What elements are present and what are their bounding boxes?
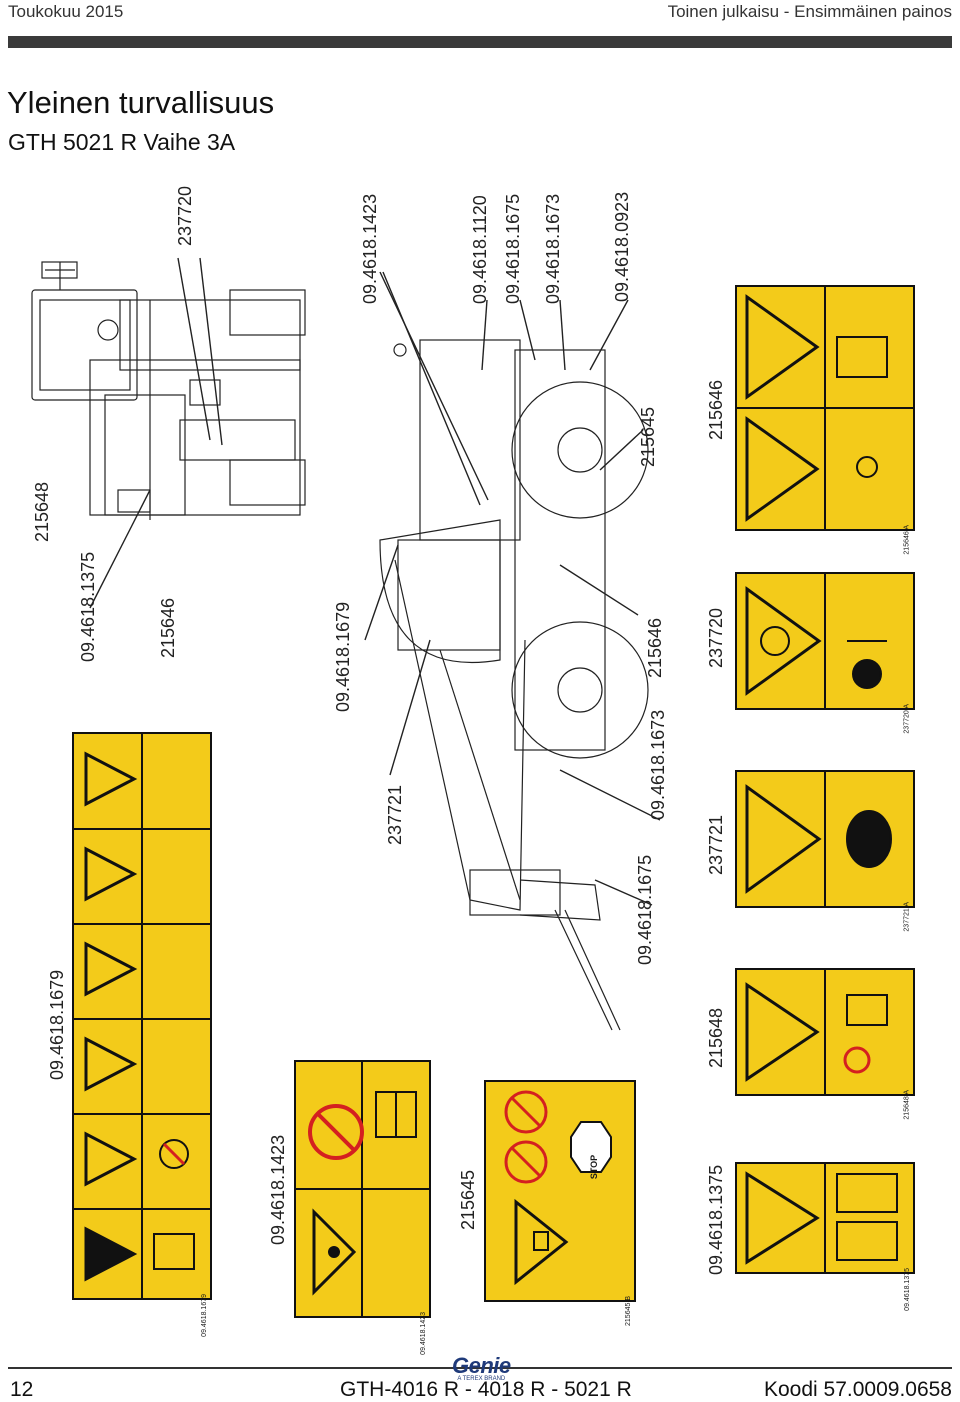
callout-215646-bottom: 215646 [706,379,726,440]
callout-0946181679: 09.4618.1679 [333,601,353,712]
callout-0946181675-mid: 09.4618.1675 [635,854,655,965]
decal-code: 237720 A [904,704,911,734]
decal-0946181423-art [296,1062,429,1316]
header-date: Toukokuu 2015 [8,2,124,21]
callout-237721-bottom: 237721 [706,814,726,875]
page-subtitle: GTH 5021 R Vaihe 3A [8,129,236,155]
decal-215645-art [504,1090,612,1286]
decal-0946181679-art [74,734,210,1298]
footer-models: GTH-4016 R - 4018 R - 5021 R [340,1378,632,1401]
callout-215646: 215646 [158,597,178,658]
decal-0946181375: 09.4618.1375 [735,1162,915,1311]
callout-0946181375-bottom: 09.4618.1375 [706,1164,726,1275]
callout-0946181375: 09.4618.1375 [78,551,98,662]
callout-0946181679-left: 09.4618.1679 [47,969,67,1080]
machine-top-view [31,261,306,520]
footer-bar [8,1367,952,1369]
decal-0946181375-art [745,1164,898,1272]
decal-237721-art [745,772,892,906]
logo-brand: Genie [452,1353,511,1378]
decal-215646-art [737,287,913,529]
callout-0946181423-left: 09.4618.1423 [268,1134,288,1245]
decal-215648-art [745,970,888,1094]
decal-237720-art [745,574,887,708]
decal-code: 215648 A [904,1090,911,1120]
callout-0946181120: 09.4618.1120 [470,195,490,304]
decal-215648: 215648 A [735,968,915,1120]
decal-code: 09.4618.1375 [904,1268,911,1311]
callout-215646-mid: 215646 [645,617,665,678]
callout-215645: 215645 [638,406,658,467]
leader-lines [89,257,661,906]
page-number: 12 [10,1378,34,1401]
logo-tagline: A TEREX BRAND [457,1376,506,1382]
callout-0946180923: 09.4618.0923 [612,191,632,302]
footer-code: Koodi 57.0009.0658 [763,1378,952,1401]
callout-215648-bottom: 215648 [706,1007,726,1068]
header-edition: Toinen julkaisu - Ensimmäinen painos [667,2,952,21]
page-title: Yleinen turvallisuus [7,85,275,120]
stop-sign-text: STOP [589,1154,600,1180]
callout-237720-bottom: 237720 [706,607,726,668]
decal-0946181679: 09.4618.1679 [72,732,212,1337]
decal-0946181423: 09.4618.1423 [294,1060,431,1355]
callout-237721: 237721 [385,784,405,845]
callout-215645-left: 215645 [458,1169,478,1230]
decal-code: 09.4618.1679 [201,1294,208,1337]
callout-0946181423: 09.4618.1423 [360,193,380,304]
decal-215645: STOP 215645 B [484,1080,636,1326]
header-bar [8,36,952,48]
decal-code: 237721 A [904,902,911,932]
callout-237720: 237720 [175,185,195,246]
machine-side-view [379,339,649,1031]
decal-code: 215646 A [904,525,911,555]
decal-237721: 237721 A [735,770,915,932]
decal-237720: 237720 A [735,572,915,734]
callout-215648: 215648 [32,481,52,542]
decal-code: 215645 B [625,1296,632,1326]
callout-0946181673-mid: 09.4618.1673 [648,709,668,820]
decal-215646: 215646 A [735,285,915,555]
genie-logo: Genie A TEREX BRAND [452,1353,511,1382]
callout-0946181675: 09.4618.1675 [503,193,523,304]
callout-0946181673: 09.4618.1673 [543,193,563,304]
decal-code: 09.4618.1423 [420,1312,427,1355]
